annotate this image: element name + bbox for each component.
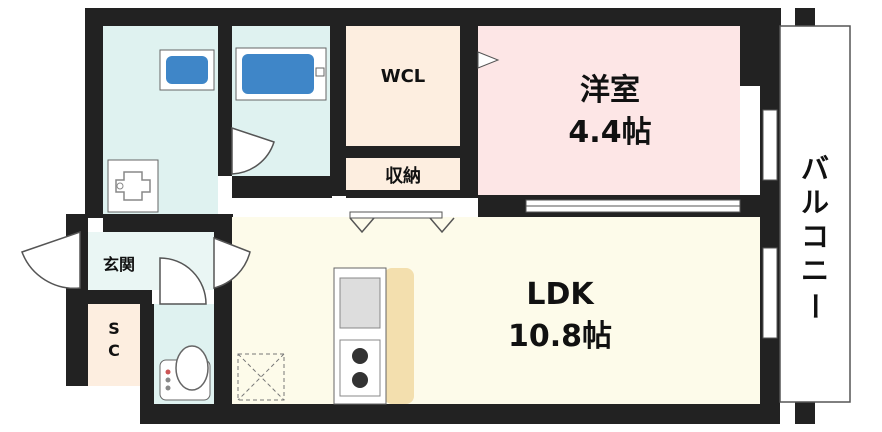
bath-door bbox=[231, 126, 275, 175]
fridge-space bbox=[237, 353, 285, 401]
western-room-name: 洋室 bbox=[580, 73, 640, 108]
ldk-room-name: LDK bbox=[526, 277, 595, 312]
balcony-label: バ ル コ ニ ー bbox=[798, 152, 831, 320]
wcl-room bbox=[346, 26, 460, 146]
storage-label: 収納 bbox=[385, 165, 421, 187]
room-labels: 洋室 4.4帖 LDK 10.8帖 WCL 収納 玄関 S C bbox=[103, 66, 652, 360]
toilet-door bbox=[159, 257, 207, 305]
closet-door bbox=[349, 211, 443, 219]
entrance-door bbox=[21, 230, 81, 290]
western-room bbox=[478, 26, 740, 195]
kitchen-counter bbox=[384, 268, 414, 404]
wcl-label: WCL bbox=[381, 66, 426, 87]
entrance-label: 玄関 bbox=[103, 255, 135, 274]
balcony-char-3: コ bbox=[801, 220, 829, 253]
sink bbox=[339, 277, 381, 329]
toilet bbox=[159, 345, 211, 401]
storage-room bbox=[346, 158, 460, 190]
balcony-char-5: ー bbox=[798, 292, 831, 320]
sc-label-line2: C bbox=[108, 341, 120, 360]
balcony-char-1: バ bbox=[801, 152, 829, 185]
western-room-size: 4.4帖 bbox=[568, 115, 651, 150]
balcony-char-2: ル bbox=[801, 186, 829, 219]
ldk-room bbox=[232, 217, 760, 404]
fixtures bbox=[21, 47, 778, 405]
ldk-room-size: 10.8帖 bbox=[508, 319, 612, 354]
washroom-door bbox=[213, 236, 251, 289]
balcony-char-4: ニ bbox=[801, 254, 829, 287]
balcony bbox=[779, 25, 851, 403]
sc-label-line1: S bbox=[108, 319, 120, 338]
windows bbox=[525, 109, 778, 339]
sc-storage bbox=[88, 304, 140, 386]
